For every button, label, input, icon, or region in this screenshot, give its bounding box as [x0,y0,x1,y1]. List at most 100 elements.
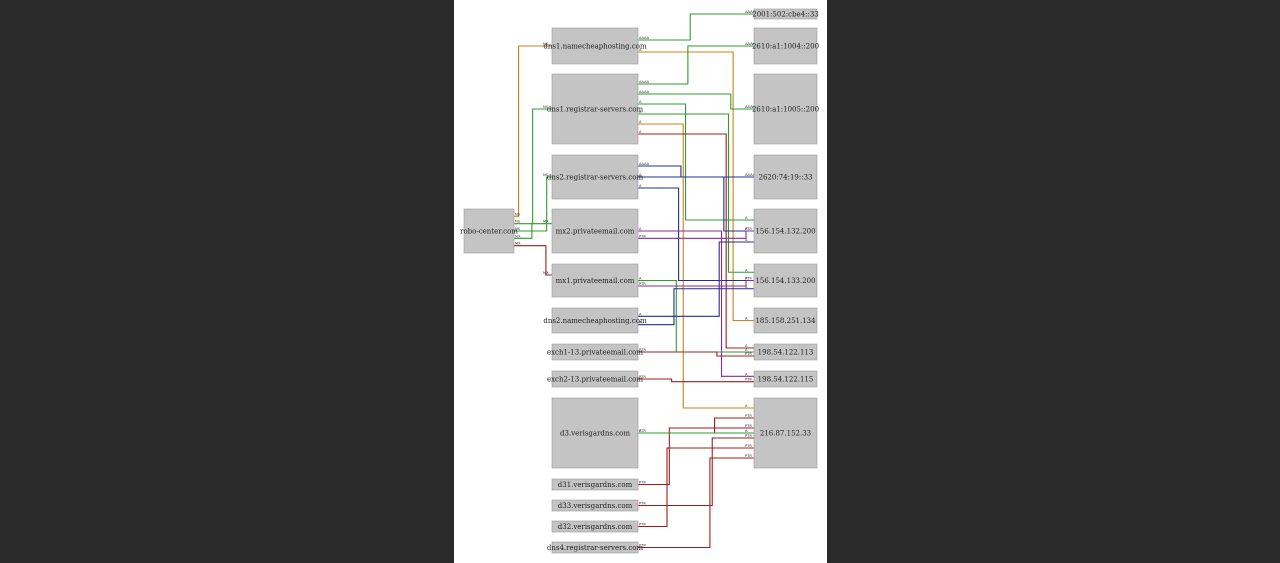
node-d31[interactable]: d31.verisgardns.com [551,478,639,491]
node-label: 2610:a1:1005::200 [752,105,819,113]
edge-tag: AAAA [639,80,650,84]
node-box [753,154,818,200]
edge-tag: A [639,321,642,325]
edge-tag: AAAA [639,90,650,94]
node-label: dns1.namecheaphosting.com [543,42,647,50]
node-box [753,307,818,334]
node-ip6-1[interactable]: 2001:502:cbe4::33 [752,8,819,20]
edge-tag: PTR [639,375,646,379]
node-dns2-rs[interactable]: dns2.registrar-servers.com [547,154,644,200]
node-ip6-3[interactable]: 2610:a1:1005::200 [752,73,819,145]
node-exch1[interactable]: exch1-13.privateemail.com [547,343,643,361]
node-box [753,208,818,254]
node-box [551,263,639,298]
edge-root-to-dns1-nh [514,45,552,217]
edge-tag: PTR [745,414,752,418]
node-label: 216.87.152.33 [760,429,811,437]
edge-tag: A [639,100,642,104]
edge-dns1-nh-to-ip6-1 [638,13,754,41]
edge-tag: AAAA [745,173,756,177]
node-ip6-4[interactable]: 2620:74:19::33 [753,154,818,200]
node-layer: robo-center.com dns1.namecheaphosting.com… [460,8,819,554]
node-label: 198.54.122.113 [758,348,814,356]
edge-tag: MX [515,242,521,246]
node-d33[interactable]: d33.verisgardns.com [551,499,639,512]
node-label: mx1.privateemail.com [556,277,635,285]
edge-root-to-mx2 [514,223,552,239]
node-label: mx2.privateemail.com [556,227,635,235]
edge-tag: A [745,268,748,272]
edge-root-to-mx1 [514,245,552,276]
edge-tag: A [745,227,748,231]
node-label: d32.verisgardns.com [558,523,633,531]
node-dns1-rs[interactable]: dns1.registrar-servers.com [547,73,644,145]
edge-tag: AAAA [639,36,650,40]
node-ip4-2[interactable]: 156.154.133.200 [753,263,818,298]
node-box [551,397,639,469]
edge-dns2-rs-to-ip6-4 [638,165,754,178]
edge-ip4-1-to-mx2 [638,230,754,239]
node-box [551,370,639,388]
edge-dns1-rs-to-ip4-6 [638,123,754,409]
node-dns4-rs[interactable]: dns4.registrar-servers.com [547,541,644,554]
node-ip4-5[interactable]: 198.54.122.115 [753,370,818,388]
node-ip6-2[interactable]: 2610:a1:1004::200 [752,27,819,65]
node-box [753,370,818,388]
edge-exch1-to-ip4-4 [638,351,754,357]
edge-tag: A [639,184,642,188]
node-box [551,478,639,491]
node-box [551,520,639,533]
edge-tag: A [639,120,642,124]
node-label: d3.verisgardns.com [560,429,630,437]
edge-tag: NS [515,220,521,224]
node-ip4-1[interactable]: 156.154.132.200 [753,208,818,254]
edge-tag: NS [543,105,549,109]
node-mx2[interactable]: mx2.privateemail.com [551,208,639,254]
dns-graph: NSNSNSNSNSNSMXMXMXMXAAAAAAAAAAAAAAAAAAAA… [460,8,819,554]
edge-exch2-to-ip4-5 [638,378,754,383]
node-box [551,154,639,200]
node-box [551,307,639,334]
edge-tag: A [745,429,748,433]
edge-tag: PTR [639,502,646,506]
edge-dns1-rs-to-ip4-4 [638,133,754,349]
node-exch2[interactable]: exch2-13.privateemail.com [547,370,643,388]
edge-tag: MX [543,271,549,275]
node-label: 2001:502:cbe4::33 [752,10,819,18]
node-label: 2620:74:19::33 [759,173,813,181]
node-label: robo-center.com [460,227,518,235]
edge-layer: NSNSNSNSNSNSMXMXMXMXAAAAAAAAAAAAAAAAAAAA… [514,10,756,549]
node-box [753,8,818,20]
node-ip4-4[interactable]: 198.54.122.113 [753,343,818,361]
node-d3[interactable]: d3.verisgardns.com [551,397,639,469]
node-ip4-6[interactable]: 216.87.152.33 [753,397,818,469]
node-box [753,397,818,469]
edge-tag: AAAA [639,162,650,166]
edge-dns2-rs-to-ip4-2 [638,187,754,282]
edge-tag: A [745,285,748,289]
node-root[interactable]: robo-center.com [460,208,518,254]
node-dns1-nh[interactable]: dns1.namecheaphosting.com [543,27,647,65]
edge-d3-to-ip4-6 [638,417,754,434]
edge-tag: PTR [745,424,752,428]
node-d32[interactable]: d32.verisgardns.com [551,520,639,533]
node-dns2-nh[interactable]: dns2.namecheaphosting.com [543,307,647,334]
edge-tag: A [745,372,748,376]
edge-tag: AAAA [745,42,756,46]
node-box [753,27,818,65]
node-label: dns1.registrar-servers.com [547,105,644,113]
edge-tag: AAAA [745,10,756,14]
edge-dns2-nh-to-ip4-1 [638,241,754,317]
edge-tag: A [745,216,748,220]
node-ip4-3[interactable]: 185.158.251.134 [753,307,818,334]
edge-tag: A [639,130,642,134]
edge-dns1-nh-to-ip4-3 [638,51,754,322]
edge-tag: A [639,173,642,177]
node-box [753,263,818,298]
edge-d31-to-ip4-6 [638,427,754,486]
edge-tag: A [745,348,748,352]
node-mx1[interactable]: mx1.privateemail.com [551,263,639,298]
edge-tag: A [745,344,748,348]
edge-tag: NS [543,42,549,46]
edge-tag: A [745,317,748,321]
